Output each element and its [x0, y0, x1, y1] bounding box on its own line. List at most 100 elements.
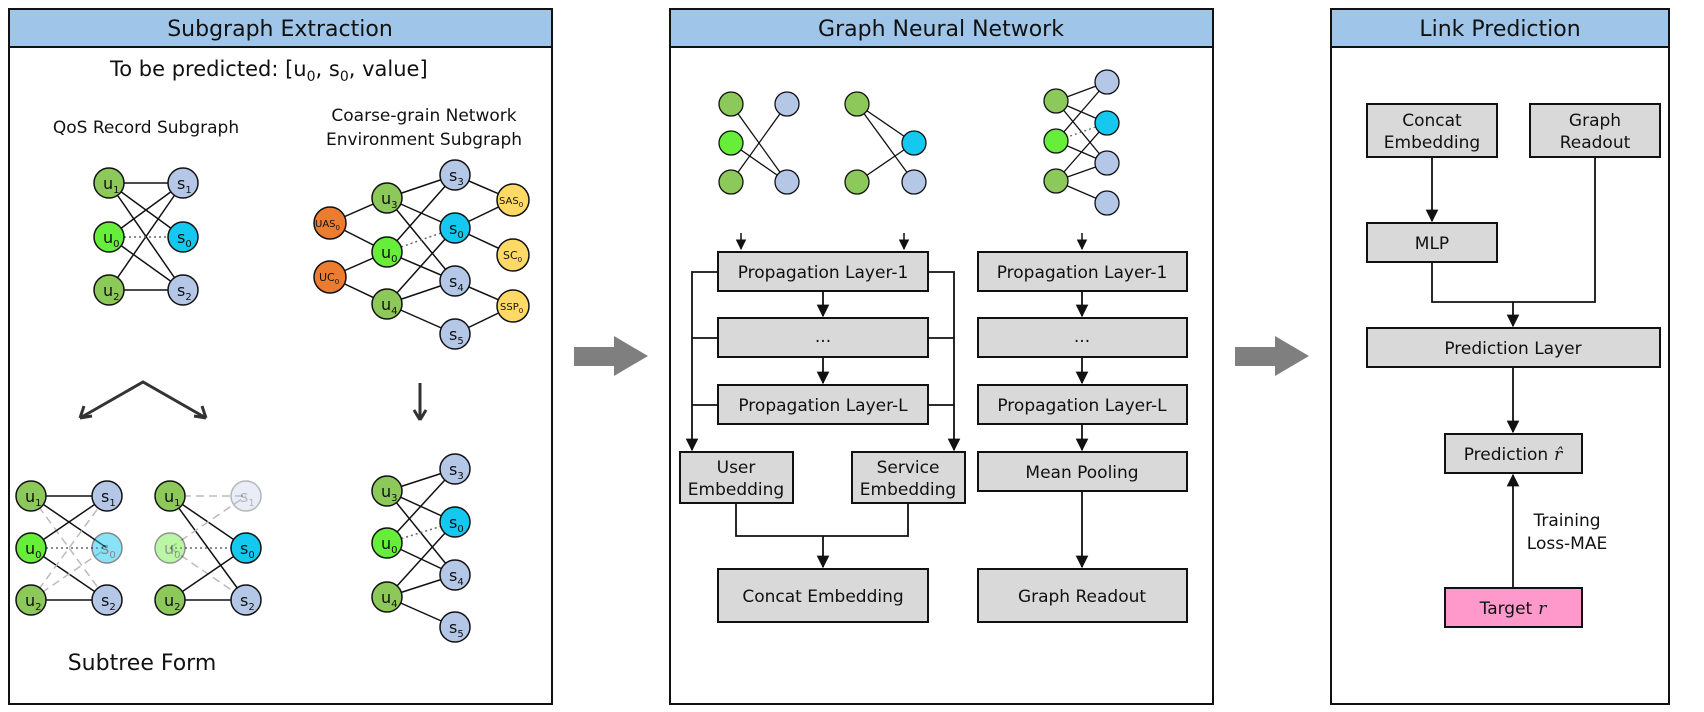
split-arrows [78, 380, 428, 421]
svg-text:u0: u0 [381, 243, 398, 265]
qos-subgraph-nodes: u1 u0 u2 s1 s0 s2 [93, 167, 199, 306]
prediction-layer: Prediction Layer [1444, 339, 1581, 359]
node-st2-u1: u1 [154, 480, 186, 512]
node-env-s5: s5 [439, 318, 471, 350]
svg-text:u3: u3 [381, 482, 398, 504]
svg-text:UC0: UC0 [319, 271, 339, 286]
svg-text:SC0: SC0 [503, 249, 522, 264]
link-readout-line2: Readout [1560, 133, 1631, 153]
node-est-s4: s4 [439, 559, 471, 591]
node-env-u4: u4 [371, 288, 403, 320]
node-st1-s0: s0 [91, 532, 123, 564]
node-est-s3: s3 [439, 453, 471, 485]
svg-text:s2: s2 [177, 281, 192, 303]
svg-text:s4: s4 [449, 566, 464, 588]
panel-title-gnn: Graph Neural Network [818, 17, 1064, 42]
svg-text:s0: s0 [449, 219, 464, 241]
mini-graph-service [844, 91, 927, 195]
training-line2: Loss-MAE [1527, 534, 1607, 554]
mean-pooling: Mean Pooling [1025, 463, 1138, 483]
node-env-s0: s0 [439, 212, 471, 244]
flow-arrow-2 [1235, 336, 1309, 376]
service-embedding-line1: Service [877, 458, 940, 478]
node-st2-s0: s0 [230, 532, 262, 564]
node-s2: s2 [167, 274, 199, 306]
node-st2-s2: s2 [230, 584, 262, 616]
node-env-s3: s3 [439, 159, 471, 191]
gnn-input-arrows [735, 233, 1088, 251]
svg-text:s1: s1 [240, 487, 255, 509]
svg-text:s1: s1 [177, 174, 192, 196]
predicted-label: To be predicted: [u0, s0, value] [109, 57, 428, 85]
node-st1-s1: s1 [91, 480, 123, 512]
node-env-s4: s4 [439, 265, 471, 297]
svg-text:u4: u4 [381, 588, 398, 610]
node-uc0: UC0 [313, 260, 347, 294]
node-est-u3: u3 [371, 475, 403, 507]
svg-text:UAS0: UAS0 [315, 219, 340, 232]
node-st2-u0: u0 [154, 532, 186, 564]
user-embedding-line2: Embedding [688, 480, 784, 500]
svg-text:s1: s1 [101, 487, 116, 509]
node-u2: u2 [93, 274, 125, 306]
node-env-u3: u3 [371, 182, 403, 214]
left-dots: ... [815, 327, 831, 347]
env-subtree-nodes: u3 u0 u4 s3 s0 s4 s5 [371, 453, 471, 643]
svg-text:u1: u1 [164, 487, 181, 509]
panel-link-prediction: Link Prediction Concat Embedding Graph R… [1330, 8, 1670, 705]
mini-graph-environment [1043, 69, 1120, 216]
svg-text:SAS0: SAS0 [499, 196, 523, 209]
svg-text:u0: u0 [381, 534, 398, 556]
svg-text:s0: s0 [240, 539, 255, 561]
svg-text:u1: u1 [103, 174, 120, 196]
gnn-left-connectors [685, 271, 961, 569]
panel-title-extraction: Subgraph Extraction [167, 17, 393, 42]
svg-text:SSP0: SSP0 [500, 302, 523, 315]
node-uas0: UAS0 [313, 206, 347, 240]
svg-text:u2: u2 [103, 281, 120, 303]
panel-title-link: Link Prediction [1419, 17, 1580, 42]
node-ssp0: SSP0 [496, 289, 530, 323]
node-env-u0: u0 [371, 236, 403, 268]
left-prop-layer-L: Propagation Layer-L [738, 396, 908, 416]
node-est-s0: s0 [439, 506, 471, 538]
node-st1-u1: u1 [15, 480, 47, 512]
svg-text:u4: u4 [381, 295, 398, 317]
svg-text:s0: s0 [449, 513, 464, 535]
node-st1-u2: u2 [15, 584, 47, 616]
svg-text:s3: s3 [449, 460, 464, 482]
env-title-line2: Environment Subgraph [326, 130, 522, 150]
subtree-left-nodes: u1 u0 u2 s1 s0 s2 [15, 480, 123, 616]
svg-text:u2: u2 [25, 591, 42, 613]
node-est-s5: s5 [439, 611, 471, 643]
node-st2-s1: s1 [230, 480, 262, 512]
service-embedding-line2: Embedding [860, 480, 956, 500]
node-est-u0: u0 [371, 527, 403, 559]
svg-text:u0: u0 [164, 539, 181, 561]
gnn-left-stack: Propagation Layer-1 ... Propagation Laye… [679, 251, 966, 623]
svg-text:s2: s2 [101, 591, 116, 613]
node-st1-s2: s2 [91, 584, 123, 616]
node-st2-u2: u2 [154, 584, 186, 616]
env-title-line1: Coarse-grain Network [331, 106, 516, 126]
flow-arrow-1 [574, 336, 648, 376]
right-prop-layer-L: Propagation Layer-L [997, 396, 1167, 416]
env-subgraph-nodes: UAS0 UC0 u3 u0 u4 s3 s0 s4 s5 SAS0 SC0 S… [313, 159, 530, 350]
node-u1: u1 [93, 167, 125, 199]
panel-subgraph-extraction: Subgraph Extraction To be predicted: [u0… [8, 8, 553, 705]
link-concat-line1: Concat [1402, 111, 1462, 131]
svg-text:s2: s2 [240, 591, 255, 613]
node-s1: s1 [167, 167, 199, 199]
left-prop-layer-1: Propagation Layer-1 [738, 263, 909, 283]
mini-graph-user [718, 91, 800, 195]
svg-text:u1: u1 [25, 487, 42, 509]
node-sc0: SC0 [496, 238, 530, 272]
node-sas0: SAS0 [496, 183, 530, 217]
right-prop-layer-1: Propagation Layer-1 [997, 263, 1168, 283]
gnn-right-stack: Propagation Layer-1 ... Propagation Laye… [977, 251, 1188, 623]
svg-text:u2: u2 [164, 591, 181, 613]
svg-text:u3: u3 [381, 189, 398, 211]
svg-text:s4: s4 [449, 272, 464, 294]
